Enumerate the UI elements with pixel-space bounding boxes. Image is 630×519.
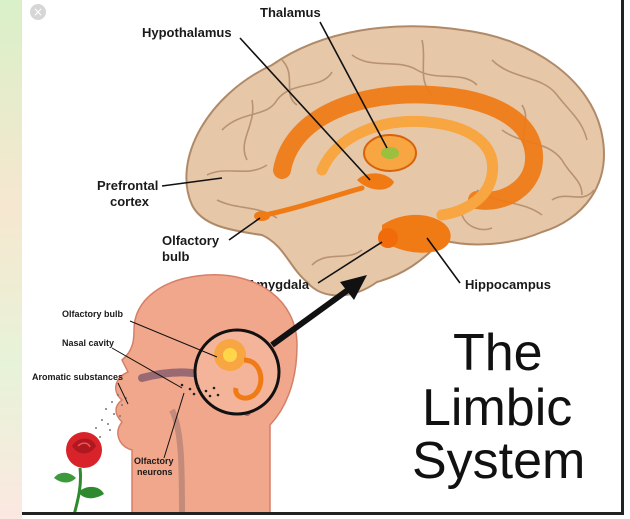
rose-leaf [78,487,104,498]
olfactory-bulb-label-line2: bulb [162,249,189,264]
small-limbic-core [223,348,237,362]
close-icon[interactable]: × [30,4,46,20]
olfactory-bulb-label-line1: Olfactory [162,233,220,248]
aromatic-substances-label: Aromatic substances [32,372,123,382]
limbic-system-diagram: Thalamus Hypothalamus Prefrontal cortex … [22,0,624,515]
background-strip [0,0,22,519]
brain-illustration [186,26,604,295]
hippocampus-label: Hippocampus [465,277,551,292]
rose-illustration [54,432,104,515]
thalamus-core [381,147,399,159]
title-line-2: Limbic [422,379,572,437]
diagram-frame: × [22,0,624,515]
rose-leaf-2 [54,473,76,483]
prefrontal-label-line1: Prefrontal [97,178,158,193]
hypothalamus-label: Hypothalamus [142,25,232,40]
amygdala-shape [378,228,398,248]
title-line-1: The [453,324,543,382]
nasal-cavity-label: Nasal cavity [62,338,114,348]
olfactory-neurons-label-line1: Olfactory [134,456,174,466]
olfactory-bulb-shape [254,211,270,221]
thalamus-label: Thalamus [260,5,321,20]
head-illustration [116,275,297,515]
olfactory-bulb-small-label: Olfactory bulb [62,309,124,319]
title-line-3: System [412,432,585,490]
prefrontal-label-line2: cortex [110,194,150,209]
olfactory-neurons-label-line2: neurons [137,467,173,477]
